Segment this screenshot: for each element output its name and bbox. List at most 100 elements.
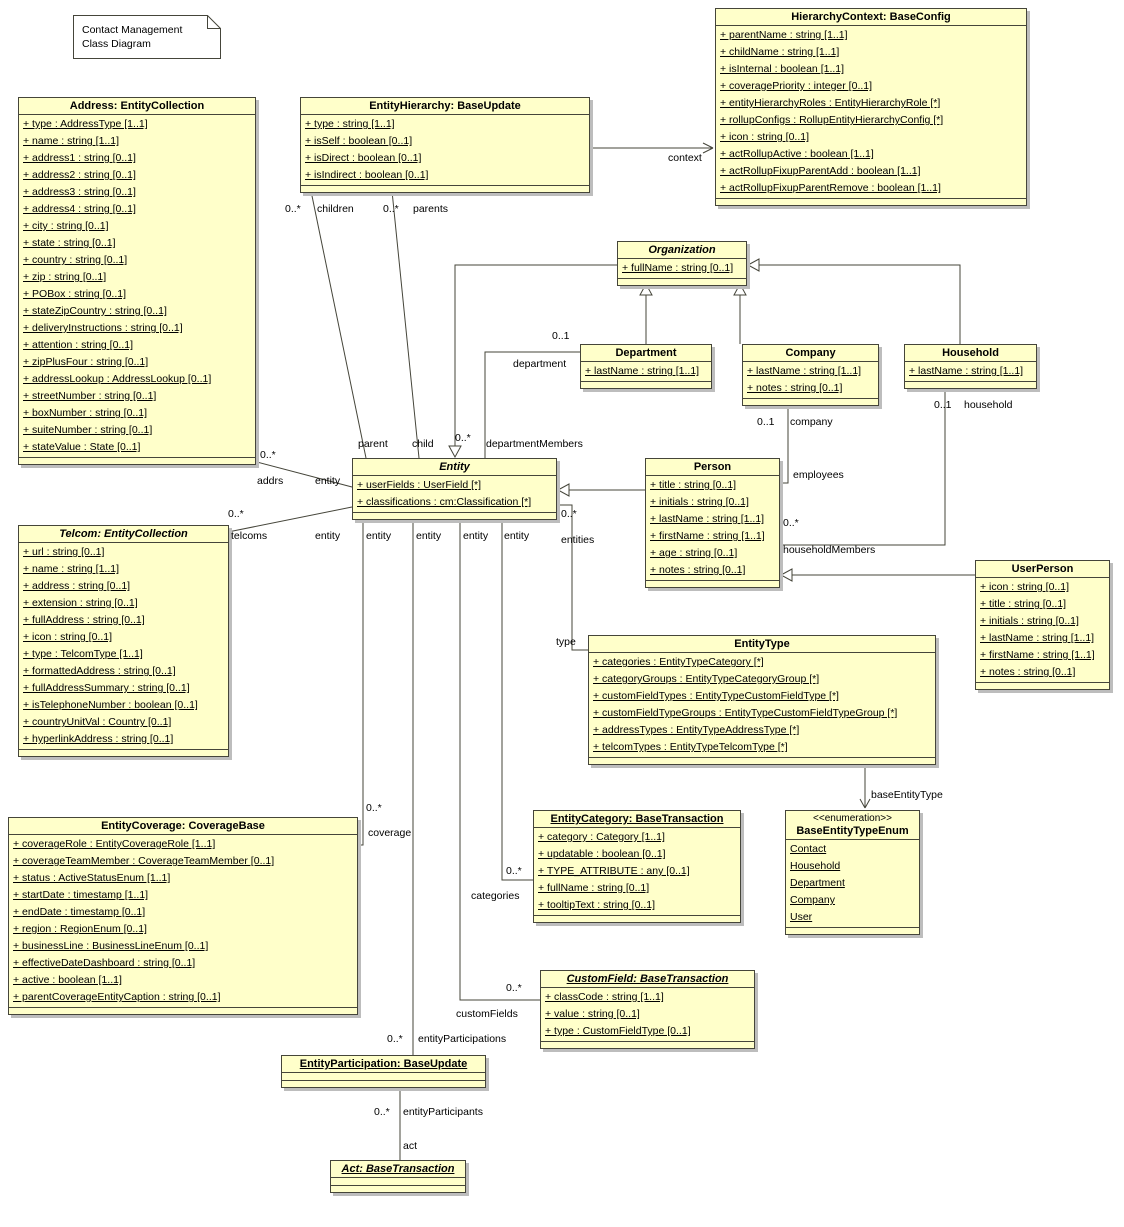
attribute[interactable]: + name : string [1..1] xyxy=(23,135,120,147)
enum-literal[interactable]: Contact xyxy=(790,843,827,855)
attribute[interactable]: + lastName : string [1..1] xyxy=(980,632,1095,644)
attribute[interactable]: + initials : string [0..1] xyxy=(980,615,1079,627)
class-entitytype[interactable]: EntityType + categories : EntityTypeCate… xyxy=(588,635,936,765)
attribute[interactable]: + fullName : string [0..1] xyxy=(622,262,734,274)
attribute[interactable]: + formattedAddress : string [0..1] xyxy=(23,665,176,677)
attribute[interactable]: + updatable : boolean [0..1] xyxy=(538,848,666,860)
class-entity[interactable]: Entity + userFields : UserField [*] + cl… xyxy=(352,458,557,520)
attribute[interactable]: + address2 : string [0..1] xyxy=(23,169,136,181)
class-department[interactable]: Department + lastName : string [1..1] xyxy=(580,344,712,389)
attribute[interactable]: + addressLookup : AddressLookup [0..1] xyxy=(23,373,212,385)
attribute[interactable]: + telcomTypes : EntityTypeTelcomType [*] xyxy=(593,741,788,753)
class-entityparticipation[interactable]: EntityParticipation: BaseUpdate xyxy=(281,1055,486,1088)
attribute[interactable]: + entityHierarchyRoles : EntityHierarchy… xyxy=(720,97,941,109)
attribute[interactable]: + parentName : string [1..1] xyxy=(720,29,848,41)
attribute[interactable]: + country : string [0..1] xyxy=(23,254,128,266)
attribute[interactable]: + notes : string [0..1] xyxy=(980,666,1076,678)
attribute[interactable]: + coverageRole : EntityCoverageRole [1..… xyxy=(13,838,216,850)
class-organization[interactable]: Organization + fullName : string [0..1] xyxy=(617,241,747,286)
attribute[interactable]: + title : string [0..1] xyxy=(650,479,737,491)
attribute[interactable]: + startDate : timestamp [1..1] xyxy=(13,889,149,901)
class-hierarchycontext[interactable]: HierarchyContext: BaseConfig + parentNam… xyxy=(715,8,1027,206)
attribute[interactable]: + customFieldTypes : EntityTypeCustomFie… xyxy=(593,690,839,702)
attribute[interactable]: + coveragePriority : integer [0..1] xyxy=(720,80,873,92)
attribute[interactable]: + address : string [0..1] xyxy=(23,580,131,592)
attribute[interactable]: + fullAddressSummary : string [0..1] xyxy=(23,682,190,694)
attribute[interactable]: + title : string [0..1] xyxy=(980,598,1067,610)
attribute[interactable]: + actRollupFixupParentRemove : boolean [… xyxy=(720,182,941,194)
attribute[interactable]: + actRollupActive : boolean [1..1] xyxy=(720,148,874,160)
attribute[interactable]: + state : string [0..1] xyxy=(23,237,116,249)
attribute[interactable]: + address1 : string [0..1] xyxy=(23,152,136,164)
attribute[interactable]: + url : string [0..1] xyxy=(23,546,105,558)
attribute[interactable]: + streetNumber : string [0..1] xyxy=(23,390,157,402)
attribute[interactable]: + classifications : cm:Classification [*… xyxy=(357,496,532,508)
attribute[interactable]: + hyperlinkAddress : string [0..1] xyxy=(23,733,174,745)
class-userperson[interactable]: UserPerson + icon : string [0..1] + titl… xyxy=(975,560,1110,690)
attribute[interactable]: + type : string [1..1] xyxy=(305,118,395,130)
attribute[interactable]: + boxNumber : string [0..1] xyxy=(23,407,148,419)
attribute[interactable]: + icon : string [0..1] xyxy=(23,631,113,643)
attribute[interactable]: + address4 : string [0..1] xyxy=(23,203,136,215)
attribute[interactable]: + lastName : string [1..1] xyxy=(650,513,765,525)
class-telcom[interactable]: Telcom: EntityCollection + url : string … xyxy=(18,525,229,757)
attribute[interactable]: + effectiveDateDashboard : string [0..1] xyxy=(13,957,196,969)
attribute[interactable]: + zip : string [0..1] xyxy=(23,271,107,283)
attribute[interactable]: + name : string [1..1] xyxy=(23,563,120,575)
attribute[interactable]: + zipPlusFour : string [0..1] xyxy=(23,356,149,368)
attribute[interactable]: + notes : string [0..1] xyxy=(650,564,746,576)
attribute[interactable]: + categories : EntityTypeCategory [*] xyxy=(593,656,764,668)
attribute[interactable]: + stateZipCountry : string [0..1] xyxy=(23,305,167,317)
attribute[interactable]: + isSelf : boolean [0..1] xyxy=(305,135,413,147)
attribute[interactable]: + status : ActiveStatusEnum [1..1] xyxy=(13,872,171,884)
enum-baseentitytypeenum[interactable]: <<enumeration>> BaseEntityTypeEnum Conta… xyxy=(785,810,920,935)
attribute[interactable]: + isIndirect : boolean [0..1] xyxy=(305,169,429,181)
attribute[interactable]: + notes : string [0..1] xyxy=(747,382,843,394)
attribute[interactable]: + fullAddress : string [0..1] xyxy=(23,614,145,626)
attribute[interactable]: + userFields : UserField [*] xyxy=(357,479,482,491)
attribute[interactable]: + region : RegionEnum [0..1] xyxy=(13,923,147,935)
attribute[interactable]: + businessLine : BusinessLineEnum [0..1] xyxy=(13,940,209,952)
attribute[interactable]: + icon : string [0..1] xyxy=(720,131,810,143)
attribute[interactable]: + childName : string [1..1] xyxy=(720,46,840,58)
attribute[interactable]: + extension : string [0..1] xyxy=(23,597,138,609)
attribute[interactable]: + lastName : string [1..1] xyxy=(747,365,862,377)
attribute[interactable]: + stateValue : State [0..1] xyxy=(23,441,141,453)
class-address[interactable]: Address: EntityCollection + type : Addre… xyxy=(18,97,256,465)
attribute[interactable]: + category : Category [1..1] xyxy=(538,831,665,843)
class-person[interactable]: Person + title : string [0..1] + initial… xyxy=(645,458,780,588)
attribute[interactable]: + type : TelcomType [1..1] xyxy=(23,648,143,660)
class-act[interactable]: Act: BaseTransaction xyxy=(330,1160,466,1193)
attribute[interactable]: + age : string [0..1] xyxy=(650,547,738,559)
enum-literal[interactable]: Department xyxy=(790,877,845,889)
attribute[interactable]: + actRollupFixupParentAdd : boolean [1..… xyxy=(720,165,921,177)
attribute[interactable]: + isDirect : boolean [0..1] xyxy=(305,152,422,164)
attribute[interactable]: + countryUnitVal : Country [0..1] xyxy=(23,716,172,728)
attribute[interactable]: + isInternal : boolean [1..1] xyxy=(720,63,845,75)
attribute[interactable]: + parentCoverageEntityCaption : string [… xyxy=(13,991,221,1003)
attribute[interactable]: + tooltipText : string [0..1] xyxy=(538,899,656,911)
attribute[interactable]: + initials : string [0..1] xyxy=(650,496,749,508)
attribute[interactable]: + active : boolean [1..1] xyxy=(13,974,122,986)
class-company[interactable]: Company + lastName : string [1..1] + not… xyxy=(742,344,879,406)
attribute[interactable]: + customFieldTypeGroups : EntityTypeCust… xyxy=(593,707,898,719)
attribute[interactable]: + addressTypes : EntityTypeAddressType [… xyxy=(593,724,800,736)
attribute[interactable]: + fullName : string [0..1] xyxy=(538,882,650,894)
attribute[interactable]: + address3 : string [0..1] xyxy=(23,186,136,198)
enum-literal[interactable]: User xyxy=(790,911,813,923)
attribute[interactable]: + attention : string [0..1] xyxy=(23,339,134,351)
attribute[interactable]: + categoryGroups : EntityTypeCategoryGro… xyxy=(593,673,820,685)
enum-literal[interactable]: Company xyxy=(790,894,835,906)
attribute[interactable]: + TYPE_ATTRIBUTE : any [0..1] xyxy=(538,865,690,877)
attribute[interactable]: + rollupConfigs : RollupEntityHierarchyC… xyxy=(720,114,944,126)
attribute[interactable]: + endDate : timestamp [0..1] xyxy=(13,906,146,918)
attribute[interactable]: + POBox : string [0..1] xyxy=(23,288,127,300)
attribute[interactable]: + lastName : string [1..1] xyxy=(585,365,700,377)
attribute[interactable]: + coverageTeamMember : CoverageTeamMembe… xyxy=(13,855,275,867)
attribute[interactable]: + type : CustomFieldType [0..1] xyxy=(545,1025,691,1037)
attribute[interactable]: + lastName : string [1..1] xyxy=(909,365,1024,377)
attribute[interactable]: + city : string [0..1] xyxy=(23,220,109,232)
attribute[interactable]: + value : string [0..1] xyxy=(545,1008,640,1020)
attribute[interactable]: + isTelephoneNumber : boolean [0..1] xyxy=(23,699,198,711)
attribute[interactable]: + icon : string [0..1] xyxy=(980,581,1070,593)
